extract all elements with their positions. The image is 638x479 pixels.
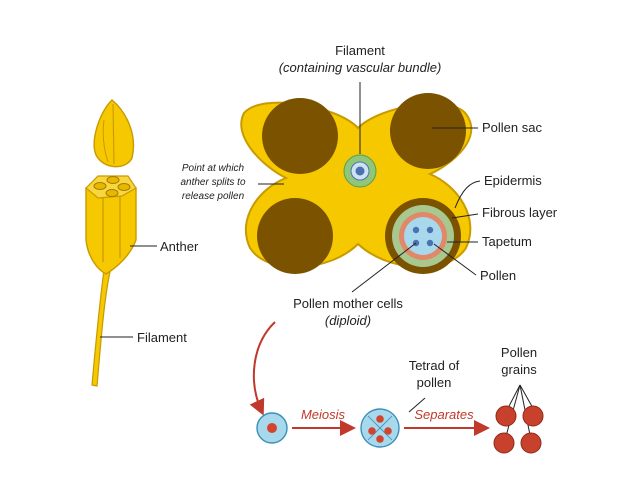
tetrad-divider	[367, 415, 393, 441]
anther-opening	[105, 189, 119, 197]
tapetum-label: Tapetum	[482, 234, 532, 249]
pollen-grain	[522, 405, 544, 427]
fibrous-layer-label: Fibrous layer	[482, 205, 558, 220]
curved-arrow	[249, 321, 276, 416]
split-point-label: release pollen	[182, 191, 245, 202]
tetrad-label: Tetrad of	[409, 358, 460, 373]
vascular-bundle-core	[355, 166, 365, 176]
pollen-grains-label: grains	[501, 362, 537, 377]
pollen-sac	[262, 98, 338, 174]
anther-opening	[106, 176, 120, 184]
epidermis-label: Epidermis	[484, 173, 542, 188]
separates-label: Separates	[414, 407, 474, 422]
anther-top	[85, 175, 137, 199]
anther-body	[85, 187, 137, 275]
tetrad-nucleus	[376, 435, 384, 443]
anther-flap-crease	[102, 119, 109, 163]
tetrad-nucleus	[384, 427, 392, 435]
anther-opening	[93, 182, 107, 190]
anther-cross-section	[240, 93, 473, 274]
labels: Filament (containing vascular bundle) Po…	[137, 43, 558, 422]
pollen-grain	[495, 405, 517, 427]
pollen-label: Pollen	[480, 268, 516, 283]
pollen-sac-label: Pollen sac	[482, 120, 542, 135]
pollen-grain	[520, 432, 542, 454]
filament-label: Filament	[335, 43, 385, 58]
tetrad-nucleus	[376, 415, 384, 423]
split-point-label: Point at which	[182, 163, 245, 174]
pollen-sac	[390, 93, 466, 169]
pollen-grains-label: Pollen	[501, 345, 537, 360]
meiosis-label: Meiosis	[301, 407, 346, 422]
meiosis-process	[249, 321, 544, 454]
pollen-mother-cell-area	[404, 217, 442, 255]
anther-label: Anther	[160, 239, 199, 254]
pollen-mother-cell	[412, 226, 420, 234]
pollen-mother-cells-label: Pollen mother cells	[293, 296, 403, 311]
pollen-sac	[257, 198, 333, 274]
mother-cell-nucleus	[267, 423, 277, 433]
filament-sublabel: (containing vascular bundle)	[279, 60, 442, 75]
stamen-illustration	[85, 99, 137, 387]
pollen-grain	[493, 432, 515, 454]
leader-lines	[100, 82, 535, 441]
anther-flap-crease	[112, 103, 115, 165]
tetrad-label: pollen	[417, 375, 452, 390]
diploid-label: (diploid)	[325, 313, 371, 328]
split-point-label: anther splits to	[180, 177, 245, 188]
filament-label-left: Filament	[137, 330, 187, 345]
tetrad-nucleus	[368, 427, 376, 435]
pollen-mother-cell	[426, 239, 434, 247]
anther-opening	[117, 183, 131, 191]
pollen-mother-cell	[426, 226, 434, 234]
filament-stalk	[91, 269, 111, 387]
